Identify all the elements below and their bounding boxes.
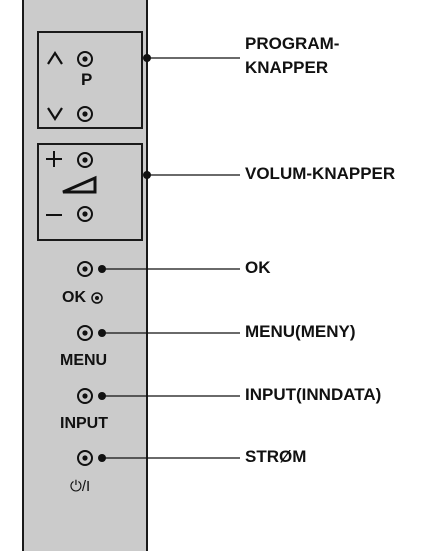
ok-button[interactable] bbox=[77, 261, 93, 277]
leader-ok bbox=[98, 265, 240, 273]
callout-program-line2: KNAPPER bbox=[245, 58, 329, 77]
leader-program bbox=[143, 54, 240, 62]
volume-up-button[interactable] bbox=[77, 152, 93, 168]
callout-program-line1: PROGRAM- bbox=[245, 34, 340, 53]
input-button[interactable] bbox=[77, 388, 93, 404]
power-button[interactable] bbox=[77, 450, 93, 466]
volume-icon bbox=[62, 175, 97, 194]
program-buttons-group bbox=[37, 31, 143, 129]
power-button-label: ⏻/I bbox=[70, 478, 91, 495]
plus-icon bbox=[46, 151, 62, 167]
menu-button[interactable] bbox=[77, 325, 93, 341]
program-label: P bbox=[81, 70, 93, 89]
leader-input bbox=[98, 392, 240, 400]
callout-power: STRØM bbox=[245, 447, 307, 466]
leader-volume bbox=[143, 171, 240, 179]
input-button-label: INPUT bbox=[60, 415, 108, 432]
callout-ok: OK bbox=[245, 258, 271, 277]
program-down-button[interactable] bbox=[77, 106, 93, 122]
chevron-down-icon bbox=[47, 107, 63, 122]
callout-input: INPUT(INNDATA) bbox=[245, 385, 382, 404]
program-up-button[interactable] bbox=[77, 51, 93, 67]
callout-volume: VOLUM-KNAPPER bbox=[245, 164, 396, 183]
leader-menu bbox=[98, 329, 240, 337]
callout-program: PROGRAM- KNAPPER bbox=[245, 32, 339, 80]
ok-small-icon bbox=[91, 292, 103, 304]
ok-button-label: OK bbox=[62, 289, 86, 306]
chevron-up-icon bbox=[47, 50, 63, 65]
leader-power bbox=[98, 454, 240, 462]
menu-button-label: MENU bbox=[60, 352, 108, 369]
volume-down-button[interactable] bbox=[77, 206, 93, 222]
callout-menu: MENU(MENY) bbox=[245, 322, 356, 341]
